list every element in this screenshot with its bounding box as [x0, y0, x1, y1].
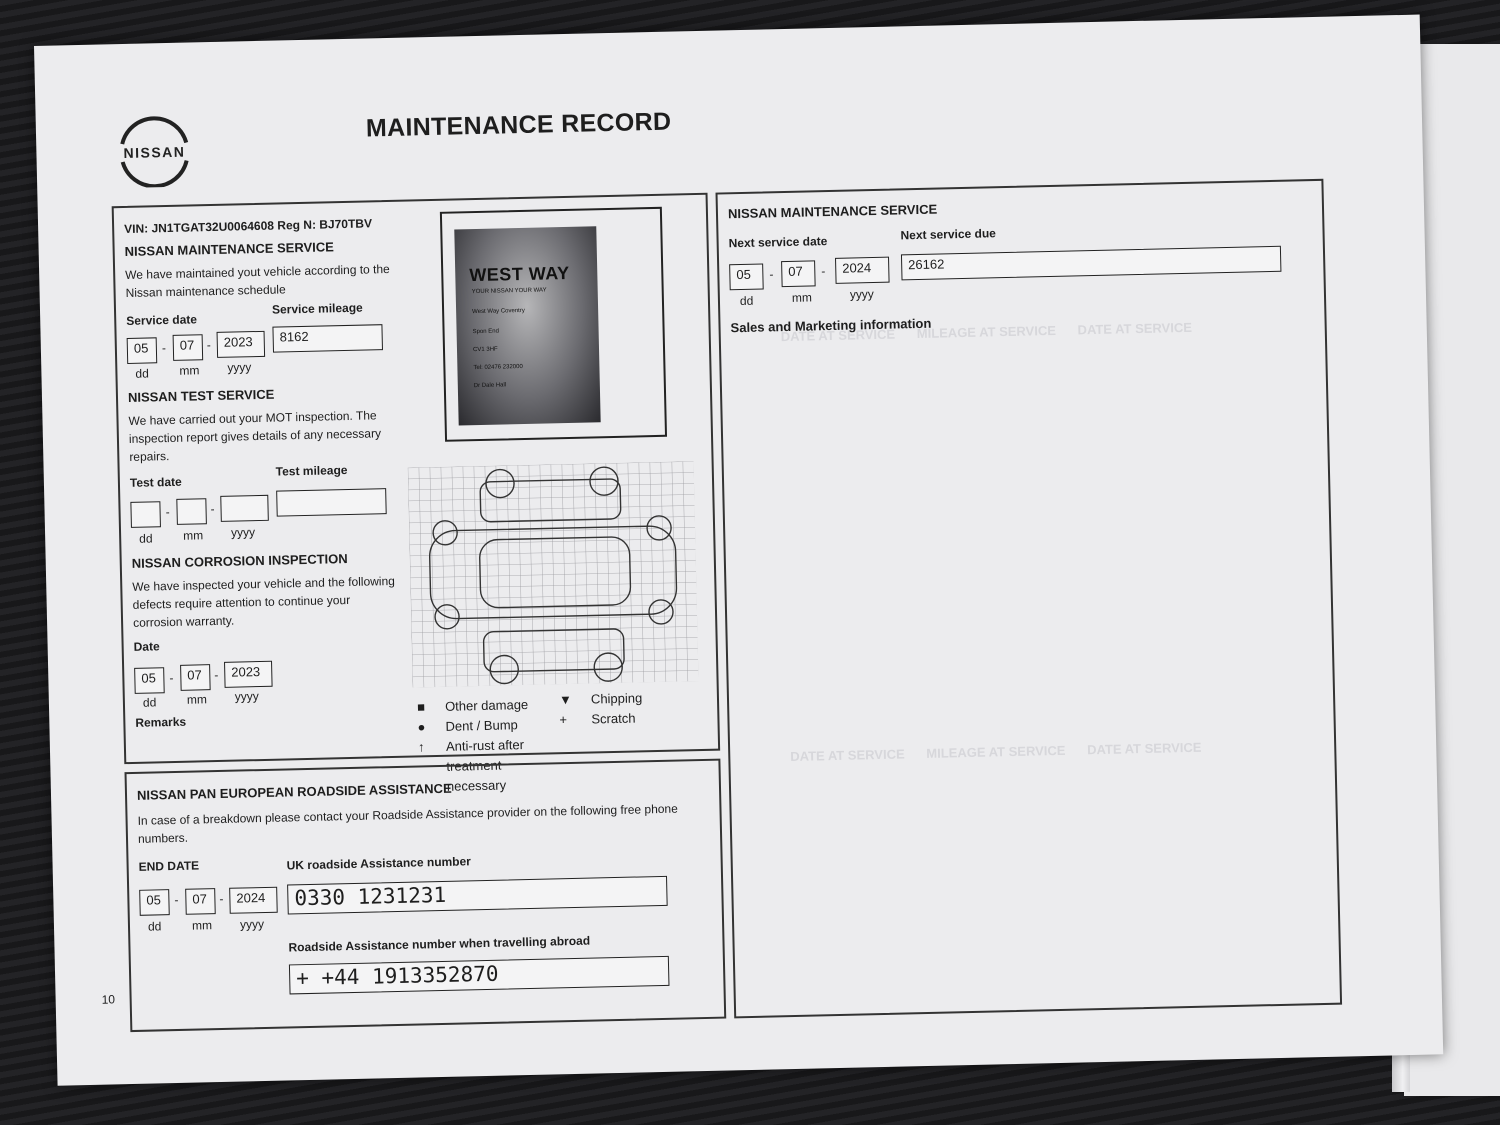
date-dash: - — [169, 671, 174, 686]
corrosion-text: We have inspected your vehicle and the f… — [132, 573, 395, 630]
test-date-year[interactable] — [220, 494, 269, 522]
date-dash: - — [165, 505, 170, 520]
page-number: 10 — [101, 992, 116, 1007]
card-line: YOUR NISSAN YOUR WAY — [471, 287, 547, 296]
corrosion-date-day[interactable]: 05 — [134, 667, 165, 694]
end-date-day[interactable]: 05 — [139, 889, 170, 916]
test-date-label: Test date — [129, 474, 182, 490]
next-service-date-label: Next service date — [728, 234, 828, 251]
legend-chipping-symbol: ▼ — [558, 691, 573, 708]
legend-other-damage: Other damage — [444, 696, 529, 714]
card-line: West Way Coventry — [472, 307, 525, 316]
mm-hint: mm — [179, 363, 200, 378]
legend-anti-rust-arrow-icon: ↑ — [417, 739, 425, 755]
service-text: We have maintained yout vehicle accordin… — [125, 261, 390, 300]
test-date-month[interactable] — [176, 498, 207, 525]
remarks-label: Remarks — [135, 714, 187, 730]
service-date-day[interactable]: 05 — [126, 337, 158, 364]
service-date-label: Service date — [126, 312, 198, 328]
end-date-month[interactable]: 07 — [185, 888, 216, 915]
corrosion-date-year[interactable]: 2023 — [224, 660, 273, 688]
card-line: CV1 3HF — [472, 346, 498, 354]
card-line: Spon End — [472, 328, 500, 336]
mm-hint: mm — [182, 528, 204, 543]
legend-dent-bump: Dent / Bump — [445, 717, 518, 734]
next-service-day[interactable]: 05 — [729, 263, 764, 291]
date-dash: - — [161, 341, 167, 356]
page-title: MAINTENANCE RECORD — [365, 107, 672, 143]
service-mileage-field[interactable]: 8162 — [272, 324, 383, 353]
corrosion-date-month[interactable]: 07 — [180, 664, 211, 691]
legend-scratch: Scratch — [591, 710, 636, 727]
legend-dent-symbol: ● — [417, 719, 426, 735]
card-line: Tel: 02476 232000 — [473, 363, 523, 372]
yyyy-hint: yyyy — [227, 360, 252, 375]
yyyy-hint: yyyy — [239, 917, 265, 932]
yyyy-hint: yyyy — [849, 287, 875, 302]
end-date-year[interactable]: 2024 — [229, 886, 278, 914]
dd-hint: dd — [142, 695, 157, 710]
date-dash: - — [219, 891, 224, 907]
mm-hint: mm — [191, 918, 213, 933]
dealer-stamp-box: WEST WAY YOUR NISSAN YOUR WAY West Way C… — [439, 206, 668, 442]
yyyy-hint: yyyy — [230, 525, 256, 540]
yyyy-hint: yyyy — [234, 689, 259, 704]
dealer-name: WEST WAY — [469, 262, 570, 286]
nissan-logo: NISSAN — [112, 112, 198, 189]
service-mileage-label: Service mileage — [271, 300, 363, 317]
date-dash: - — [214, 667, 219, 683]
date-dash: - — [210, 502, 215, 517]
service-date-year[interactable]: 2023 — [216, 330, 266, 358]
corrosion-date-label: Date — [133, 639, 160, 654]
test-date-day[interactable] — [130, 501, 161, 528]
test-text: We have carried out your MOT inspection.… — [128, 408, 382, 464]
legend-other-damage-symbol: ■ — [416, 699, 426, 715]
mm-hint: mm — [791, 290, 813, 305]
legend-chipping: Chipping — [590, 690, 643, 707]
car-damage-diagram — [407, 461, 699, 688]
date-dash: - — [821, 264, 826, 279]
next-service-box — [715, 178, 1343, 1019]
dd-hint: dd — [135, 366, 149, 381]
dealer-business-card: WEST WAY YOUR NISSAN YOUR WAY West Way C… — [454, 226, 601, 426]
end-date-label: END DATE — [138, 858, 200, 874]
dd-hint: dd — [147, 919, 162, 934]
service-date-month[interactable]: 07 — [172, 334, 204, 361]
test-mileage-label: Test mileage — [275, 462, 348, 479]
date-dash: - — [769, 267, 774, 282]
date-dash: - — [174, 892, 179, 908]
mm-hint: mm — [186, 692, 208, 707]
test-mileage-field[interactable] — [276, 488, 387, 517]
booklet-page: NISSAN MAINTENANCE RECORD 10 DATE AT SER… — [34, 14, 1444, 1086]
dd-hint: dd — [739, 293, 754, 309]
dd-hint: dd — [139, 531, 153, 546]
next-service-due-label: Next service due — [900, 226, 997, 243]
nissan-logo-text: NISSAN — [123, 144, 185, 161]
legend-scratch-symbol: + — [559, 712, 568, 728]
card-line: Dr Dale Hall — [473, 382, 507, 390]
date-dash: - — [206, 338, 211, 353]
next-service-year[interactable]: 2024 — [835, 256, 890, 284]
next-service-month[interactable]: 07 — [781, 260, 816, 288]
